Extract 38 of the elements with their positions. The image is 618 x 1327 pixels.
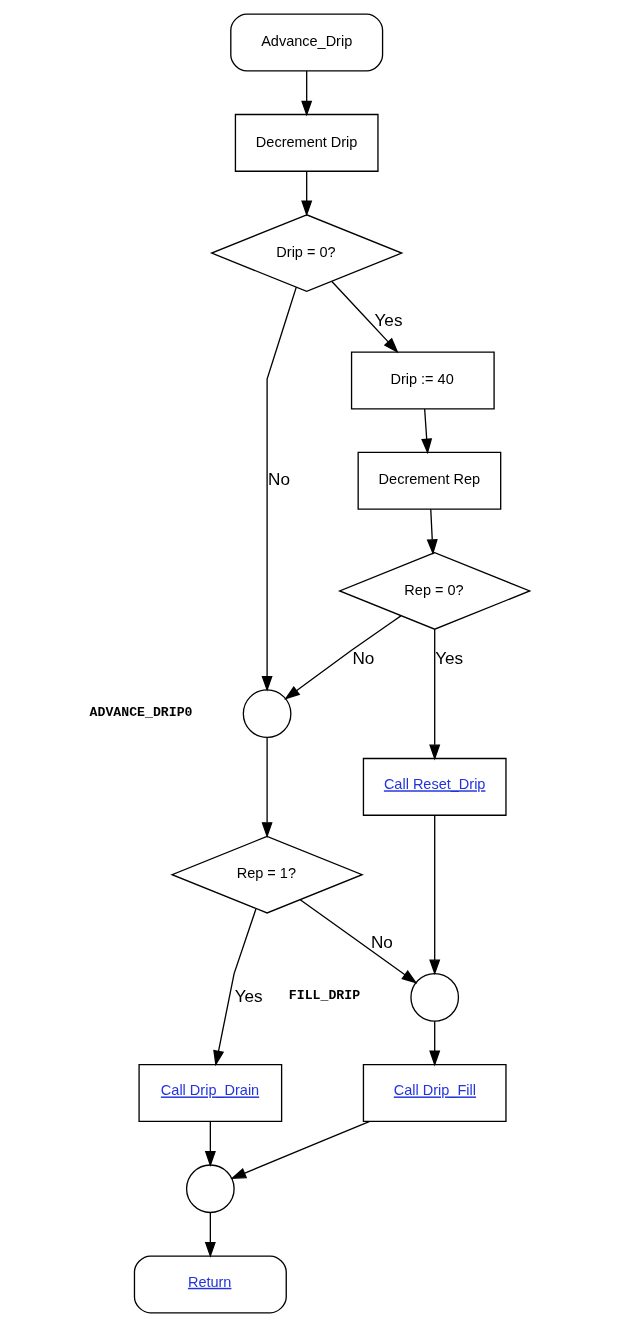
node-diamond: Rep = 1?: [170, 835, 364, 914]
edge-label: No: [352, 648, 375, 669]
node-box: Decrement Drip: [234, 113, 379, 172]
arrow: [204, 1121, 216, 1167]
arrow: [213, 908, 257, 1067]
node-circle: [242, 689, 292, 739]
arrow: [230, 1120, 370, 1180]
arrow: [429, 628, 441, 761]
node-label: FILL_DRIP: [288, 988, 361, 1004]
arrow: [299, 899, 418, 984]
arrow: [301, 170, 313, 217]
node-box: Call Drip_Drain: [138, 1064, 283, 1123]
arrow: [429, 1020, 441, 1067]
node-box: Decrement Rep: [357, 451, 502, 510]
edge-label: Yes: [435, 648, 464, 669]
node-box: Drip := 40: [350, 351, 495, 410]
node-circle: [185, 1164, 235, 1214]
arrow: [429, 814, 441, 976]
node-box: Return: [133, 1255, 287, 1314]
node-box: Call Drip_Fill: [362, 1064, 507, 1123]
arrow: [261, 737, 273, 838]
arrow: [261, 286, 297, 692]
edge-label: No: [370, 931, 393, 952]
edge-label: No: [268, 469, 290, 490]
arrow: [301, 70, 313, 117]
node-box: Advance_Drip: [230, 13, 384, 72]
node-box: Call Reset_Drip: [362, 757, 507, 816]
arrow: [284, 615, 402, 700]
arrow: [421, 408, 433, 455]
edge-label: Yes: [374, 310, 403, 331]
arrow: [331, 280, 399, 354]
edge-label: Yes: [234, 985, 263, 1006]
node-diamond: Drip = 0?: [209, 214, 404, 293]
arrow: [204, 1211, 216, 1258]
node-diamond: Rep = 0?: [337, 551, 532, 630]
arrow: [426, 508, 438, 556]
node-label: ADVANCE_DRIP0: [89, 704, 193, 720]
node-circle: [410, 972, 460, 1022]
